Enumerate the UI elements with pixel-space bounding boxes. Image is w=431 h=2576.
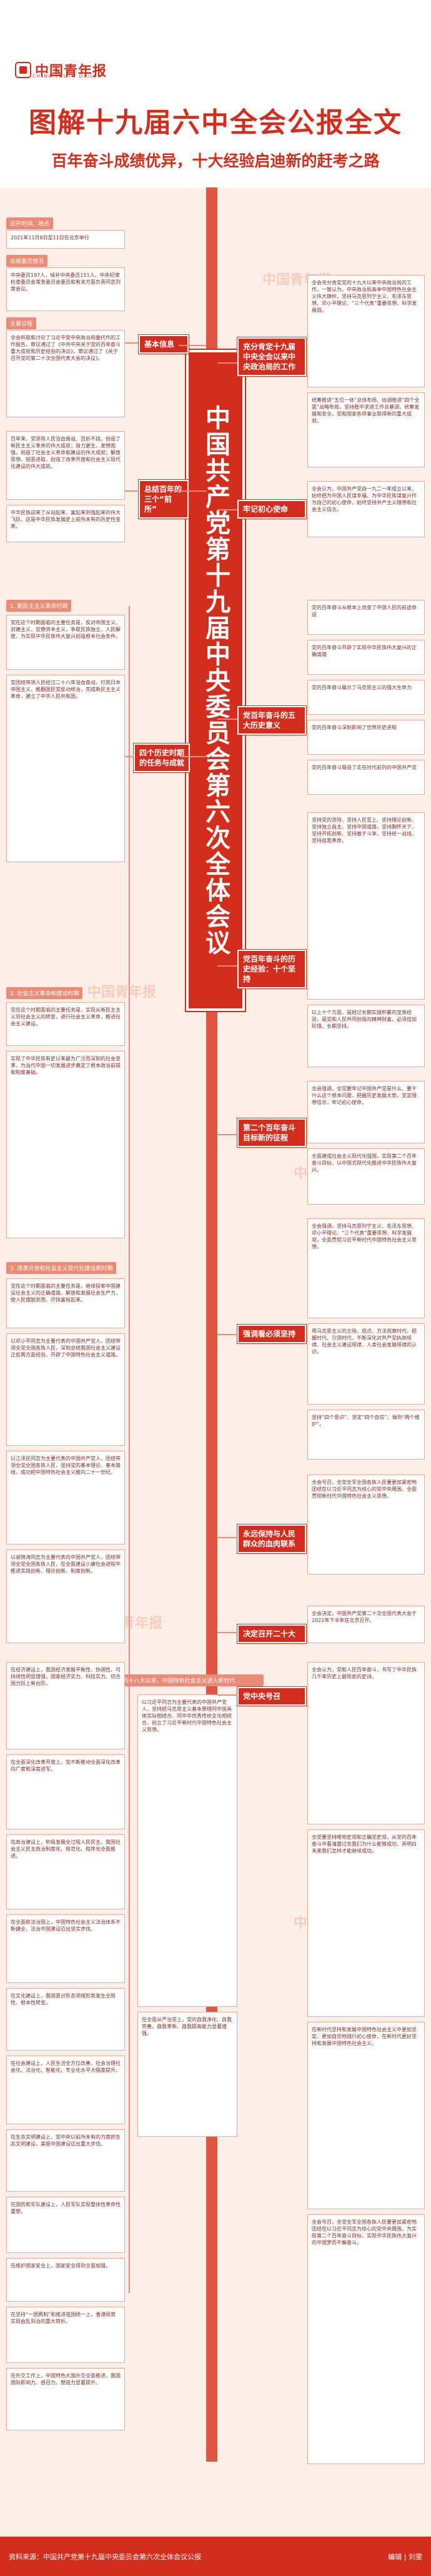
card-attendance: 中央委员197人，候补中央委员151人。中央纪律检查委员会常务委员会委员和有关方… xyxy=(6,267,125,311)
card-p4-diplomacy: 在外交工作上，中国特色大国外交全面推进，我国国际影响力、感召力、塑造力显著提升。 xyxy=(6,2368,125,2430)
node-twentieth-congress: 决定召开二十大 xyxy=(237,1624,306,1643)
card-r13: 全会强调，坚持马克思列宁主义、毛泽东思想、邓小平理论、“三个代表”重要思想、科学… xyxy=(307,1218,425,1318)
logo-mark-icon xyxy=(15,62,31,78)
brand-logo: 中国青年报 CHINA YOUTH DAILY xyxy=(15,60,107,80)
pill-time-place: 召开时间、地点 xyxy=(6,217,54,229)
card-r21: 全会号召，全党全军全国各族人民要更加紧密地团结在以习近平同志为核心的党中央周围，… xyxy=(307,2214,425,2464)
connector xyxy=(125,490,139,492)
node-mission: 牢记初心使命 xyxy=(237,500,306,519)
card-r9: 坚持党的领导、坚持人民至上、坚持理论创新、坚持独立自主、坚持中国道路、坚持胸怀天… xyxy=(307,812,425,1000)
card-r1: 全会充分肯定党的十九大以来中央政治局的工作，一致认为，中央政治局高举中国特色社会… xyxy=(307,275,425,387)
card-r2: 统筹推进“五位一体”总体布局、协调推进“四个全面”战略布局，坚持稳中求进工作总基… xyxy=(307,392,425,467)
pill-period-2: 2. 社会主义革命和建设时期 xyxy=(6,987,83,999)
footer-source: 资料来源：中国共产党第十九届中央委员会第六次全体会议公报 xyxy=(9,2552,201,2561)
center-title: 中国共产党第十九届中央委员会第六次全体会议 xyxy=(186,350,245,1011)
connector xyxy=(129,606,130,2293)
node-new-journey: 第二个百年奋斗目标新的征程 xyxy=(237,1118,306,1147)
card-p3-hu: 以胡锦涛同志为主要代表的中国共产党人，团结带领全党全国各族人民，在全面建设小康社… xyxy=(6,1549,125,1643)
connector xyxy=(217,1694,237,1696)
card-r12: 全面建成社会主义现代化强国，实现第二个百年奋斗目标，以中国式现代化推进中华民族伟… xyxy=(307,1148,425,1205)
card-p2-task: 党在这个时期面临的主要任务是，实现从新民主主义到社会主义的转变，进行社会主义革命… xyxy=(6,1002,125,1046)
card-p1-achieve: 党团结带领人民经过二十八年浴血奋战，打败日本帝国主义，推翻国民党反动统治，完成新… xyxy=(6,675,125,862)
node-five-significance: 党百年奋斗的五大历史意义 xyxy=(237,706,306,735)
card-p4-culture: 在文化建设上，我国意识形态领域形势发生全局性、根本性转变。 xyxy=(6,1988,125,2051)
card-r3: 全会认为，中国共产党自一九二一年成立以来，始终把为中国人民谋幸福、为中华民族谋复… xyxy=(307,481,425,537)
brand-sub: CHINA YOUTH DAILY xyxy=(32,74,98,79)
card-r7: 党的百年奋斗深刻影响了世界历史进程 xyxy=(307,720,425,755)
card-p4-defense: 在国防和军队建设上，人民军队实现整体性革命性重塑。 xyxy=(6,2197,125,2253)
card-r16: 全会号召，全党全军全国各族人民要更加紧密地团结在以习近平同志为核心的党中央周围，… xyxy=(307,1474,425,1574)
connector xyxy=(217,509,237,510)
node-three-firsts: 总结百年的三个“前所” xyxy=(139,480,189,519)
card-r14: 用马克思主义的立场、观点、方法观察时代、把握时代、引领时代，不断深化对共产党执政… xyxy=(307,1323,425,1405)
page-subtitle: 百年奋斗成绩优异，十大经验启迪新的赶考之路 xyxy=(51,152,380,170)
pill-period-3: 3. 改革开放和社会主义现代化建设新时期 xyxy=(6,1262,117,1274)
card-three-firsts-b: 中华民族迎来了从站起来、富起来到强起来的伟大飞跃，这是中华民族发展史上前所未有的… xyxy=(6,505,125,542)
watermark: 中国青年报 xyxy=(87,985,157,1000)
connector xyxy=(179,345,206,346)
node-call: 党中央号召 xyxy=(237,1687,306,1706)
card-r20: 在新时代坚持和发展中国特色社会主义中更加坚定、更加自觉地践行初心使命，在新时代更… xyxy=(307,2022,425,2209)
card-three-firsts-a: 百年来，党领导人民浴血奋战、百折不挠，创造了新民主主义革命的伟大成就；自力更生、… xyxy=(6,431,125,500)
card-p4-hk: 在坚持“一国两制”和推进祖国统一上，香港局势实现由乱到治的重大转折。 xyxy=(6,2307,125,2363)
footer: 资料来源：中国共产党第十九届中央委员会第六次全体会议公报 编辑 | 刘雯 xyxy=(0,2537,431,2576)
card-r10: 以上十个方面，是经过长期实践积累的宝贵经验，是党和人民共同创造的精神财富，必须倍… xyxy=(307,1005,425,1067)
card-p4-party: 在全面从严治党上，党的自我净化、自我完善、自我革新、自我提高能力显著增强。 xyxy=(137,2012,237,2137)
connector xyxy=(217,362,237,364)
card-p4-ecology: 在生态文明建设上，党中央以前所未有的力度抓生态文明建设，美丽中国建设迈出重大步伐… xyxy=(6,2129,125,2192)
connector xyxy=(179,490,206,492)
card-p1-task: 党在这个时期面临的主要任务是，反对帝国主义、封建主义、官僚资本主义，争取民族独立… xyxy=(6,615,125,670)
node-ten-persist: 党百年奋斗的历史经验：十个坚持 xyxy=(237,950,306,988)
card-r6: 党的百年奋斗展示了马克思主义的强大生命力 xyxy=(307,680,425,715)
node-basic-info: 基本信息 xyxy=(139,335,189,354)
node-central-politburo: 充分肯定十九届中央全会以来中央政治局的工作 xyxy=(237,337,306,376)
connector xyxy=(217,1134,237,1135)
header: 中国青年报 CHINA YOUTH DAILY 图解十九届六中全会公报全文 百年… xyxy=(0,0,431,187)
page-title: 图解十九届六中全会公报全文 xyxy=(29,107,402,139)
node-must-persist: 强调看必须坚持 xyxy=(237,1325,306,1343)
card-p4-law: 在全面依法治国上，中国特色社会主义法治体系不断健全，法治中国建设迈出坚实步伐。 xyxy=(6,1914,125,1983)
connector xyxy=(217,1632,237,1633)
card-p4-society: 在社会建设上，人民生活全方位改善，社会治理社会化、法治化、智能化、专业化水平大幅… xyxy=(6,2056,125,2124)
connector xyxy=(217,1537,237,1538)
card-p4-reform: 在全面深化改革开放上，党不断推动全面深化改革向广度和深度进军。 xyxy=(6,1754,125,1829)
node-masses: 永远保持与人民群众的血肉联系 xyxy=(237,1524,306,1553)
pill-agenda: 主要议程 xyxy=(6,317,37,329)
connector xyxy=(125,342,150,344)
card-p3-jiang: 以江泽民同志为主要代表的中国共产党人，团结带领全党全国各族人民，坚持党的基本理论… xyxy=(6,1451,125,1544)
connector xyxy=(180,756,206,757)
pill-period-1: 1. 新民主主义革命时期 xyxy=(6,600,72,612)
card-agenda: 全会听取和讨论了习近平受中央政治局委托作的工作报告，审议通过了《中共中央关于党的… xyxy=(6,330,125,417)
card-r8: 党的百年奋斗锻造了走在时代前列的中国共产党 xyxy=(307,760,425,795)
card-r4: 党的百年奋斗从根本上改变了中国人民的前途命运 xyxy=(307,600,425,635)
card-p4-security: 在维护国家安全上，国家安全得到全面加强。 xyxy=(6,2258,125,2302)
footer-editor: 编辑 | 刘雯 xyxy=(388,2552,422,2561)
pill-attendance: 出席委员情况 xyxy=(6,255,48,267)
card-p3-task: 党在这个时期面临的主要任务是，继续探索中国建设社会主义的正确道路，解放和发展社会… xyxy=(6,1278,125,1328)
card-r19: 全党要坚持唯物史观和正确党史观，从党的百年奋斗中看清楚过去我们为什么能够成功、弄… xyxy=(307,1829,425,2017)
card-r15: 坚持“四个意识”、坚定“四个自信”、做到“两个维护”。 xyxy=(307,1410,425,1460)
card-p2-achieve: 实现了中华民族有史以来最为广泛而深刻的社会变革，为当代中国一切发展进步奠定了根本… xyxy=(6,1051,125,1238)
connector xyxy=(217,719,237,720)
node-four-periods: 四个历史时期的任务与成就 xyxy=(134,743,190,772)
pill-period-4: 4. 党的十八大以来，中国特色社会主义进入新时代 xyxy=(106,1674,264,1686)
card-p4-economy: 在经济建设上，我国经济发展平衡性、协调性、可持续性明显增强，国家经济实力、科技实… xyxy=(6,1662,125,1749)
card-r17: 全会决定，中国共产党第二十次全国代表大会于2022年下半年在北京召开。 xyxy=(307,1606,425,1643)
card-time: 2021年11月8日至11日在北京举行 xyxy=(6,230,125,249)
card-p4-xi: 以习近平同志为主要代表的中国共产党人，坚持把马克思主义基本原理同中国具体实际相结… xyxy=(137,1694,237,2007)
card-p3-deng: 以邓小平同志为主要代表的中国共产党人，团结带领全党全国各族人民，深刻总结我国社会… xyxy=(6,1333,125,1446)
connector xyxy=(217,965,237,967)
card-p4-politics: 在政治建设上，积极发展全过程人民民主，我国社会主义民主政治制度化、规范化、程序化… xyxy=(6,1834,125,1909)
connector xyxy=(217,1334,237,1335)
card-r5: 党的百年奋斗开辟了实现中华民族伟大复兴的正确道路 xyxy=(307,640,425,675)
card-r11: 全会强调，全党要牢记中国共产党是什么、要干什么这个根本问题，把握历史发展大势，坚… xyxy=(307,1081,425,1143)
card-r18: 全会认为，党和人民百年奋斗，书写了中华民族几千年历史上最恢宏的史诗。 xyxy=(307,1662,425,1824)
brand-name: 中国青年报 xyxy=(35,64,107,79)
